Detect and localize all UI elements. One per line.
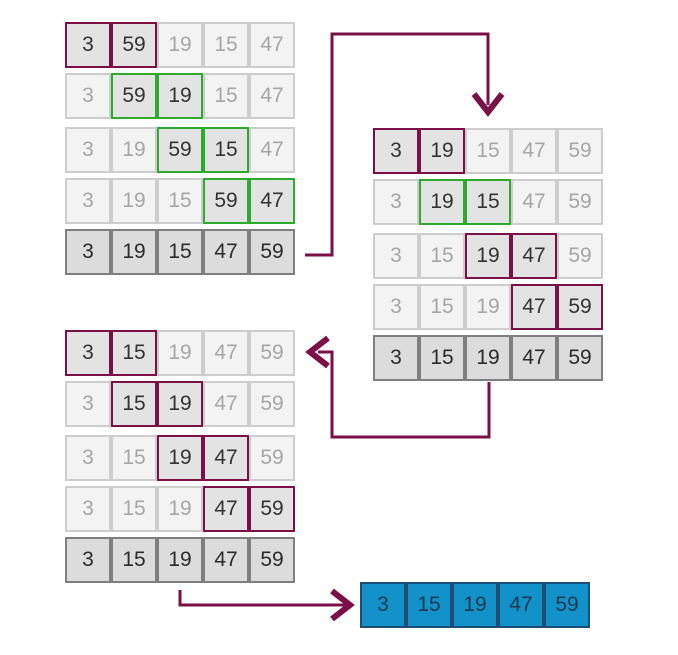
array-cell: 59 xyxy=(557,179,603,225)
result-cell: 3 xyxy=(65,537,111,583)
array-cell: 19 xyxy=(465,284,511,330)
array-cell: 47 xyxy=(511,179,557,225)
sorted-cell: 15 xyxy=(406,582,452,628)
array-cell: 3 xyxy=(65,486,111,532)
array-cell: 15 xyxy=(111,486,157,532)
array-cell: 59 xyxy=(557,284,603,330)
array-cell: 3 xyxy=(373,179,419,225)
result-cell: 15 xyxy=(419,335,465,381)
array-cell: 19 xyxy=(111,178,157,224)
array-cell: 15 xyxy=(465,179,511,225)
sorted-cell: 19 xyxy=(452,582,498,628)
array-cell: 15 xyxy=(111,381,157,427)
result-cell: 19 xyxy=(157,537,203,583)
result-cell: 19 xyxy=(111,229,157,275)
array-cell: 3 xyxy=(65,435,111,481)
array-cell: 19 xyxy=(157,381,203,427)
arrowhead-pass2 xyxy=(471,92,505,117)
array-cell: 19 xyxy=(419,179,465,225)
array-cell: 59 xyxy=(203,178,249,224)
arrow-pass2-to-pass3 xyxy=(318,350,491,439)
sorted-cell: 3 xyxy=(360,582,406,628)
array-cell: 19 xyxy=(157,435,203,481)
array-cell: 15 xyxy=(465,128,511,174)
array-cell: 3 xyxy=(65,178,111,224)
array-cell: 59 xyxy=(111,73,157,119)
array-cell: 3 xyxy=(65,381,111,427)
result-cell: 47 xyxy=(203,229,249,275)
array-cell: 47 xyxy=(511,128,557,174)
array-cell: 59 xyxy=(249,486,295,532)
result-cell: 15 xyxy=(157,229,203,275)
result-cell: 59 xyxy=(249,229,295,275)
array-cell: 3 xyxy=(65,22,111,68)
array-cell: 19 xyxy=(157,330,203,376)
array-cell: 3 xyxy=(65,330,111,376)
result-cell: 3 xyxy=(373,335,419,381)
array-cell: 59 xyxy=(111,22,157,68)
array-cell: 59 xyxy=(157,127,203,173)
array-cell: 19 xyxy=(111,127,157,173)
array-cell: 15 xyxy=(157,178,203,224)
array-cell: 15 xyxy=(111,435,157,481)
array-cell: 47 xyxy=(203,486,249,532)
array-cell: 59 xyxy=(557,128,603,174)
sorted-cell: 59 xyxy=(544,582,590,628)
array-cell: 15 xyxy=(203,22,249,68)
sorted-cell: 47 xyxy=(498,582,544,628)
array-cell: 19 xyxy=(465,233,511,279)
result-cell: 15 xyxy=(111,537,157,583)
array-cell: 15 xyxy=(111,330,157,376)
result-cell: 3 xyxy=(65,229,111,275)
result-cell: 59 xyxy=(249,537,295,583)
result-cell: 47 xyxy=(203,537,249,583)
array-cell: 47 xyxy=(249,73,295,119)
result-cell: 59 xyxy=(557,335,603,381)
array-cell: 3 xyxy=(65,127,111,173)
array-cell: 47 xyxy=(249,127,295,173)
array-cell: 59 xyxy=(249,435,295,481)
arrow-pass1-to-pass2 xyxy=(305,32,490,257)
array-cell: 3 xyxy=(373,284,419,330)
arrow-pass3-to-sorted xyxy=(178,590,345,607)
array-cell: 3 xyxy=(65,73,111,119)
array-cell: 47 xyxy=(203,330,249,376)
array-cell: 19 xyxy=(157,73,203,119)
array-cell: 59 xyxy=(249,330,295,376)
arrowhead-pass3 xyxy=(305,335,330,369)
array-cell: 47 xyxy=(249,178,295,224)
array-cell: 19 xyxy=(419,128,465,174)
array-cell: 15 xyxy=(203,73,249,119)
array-cell: 15 xyxy=(419,233,465,279)
array-cell: 3 xyxy=(373,233,419,279)
array-cell: 47 xyxy=(249,22,295,68)
array-cell: 15 xyxy=(203,127,249,173)
result-cell: 47 xyxy=(511,335,557,381)
array-cell: 47 xyxy=(511,284,557,330)
result-cell: 19 xyxy=(465,335,511,381)
array-cell: 47 xyxy=(203,435,249,481)
array-cell: 19 xyxy=(157,22,203,68)
array-cell: 47 xyxy=(511,233,557,279)
array-cell: 19 xyxy=(157,486,203,532)
array-cell: 47 xyxy=(203,381,249,427)
array-cell: 3 xyxy=(373,128,419,174)
array-cell: 59 xyxy=(249,381,295,427)
arrowhead-sorted xyxy=(330,588,355,622)
array-cell: 59 xyxy=(557,233,603,279)
array-cell: 15 xyxy=(419,284,465,330)
